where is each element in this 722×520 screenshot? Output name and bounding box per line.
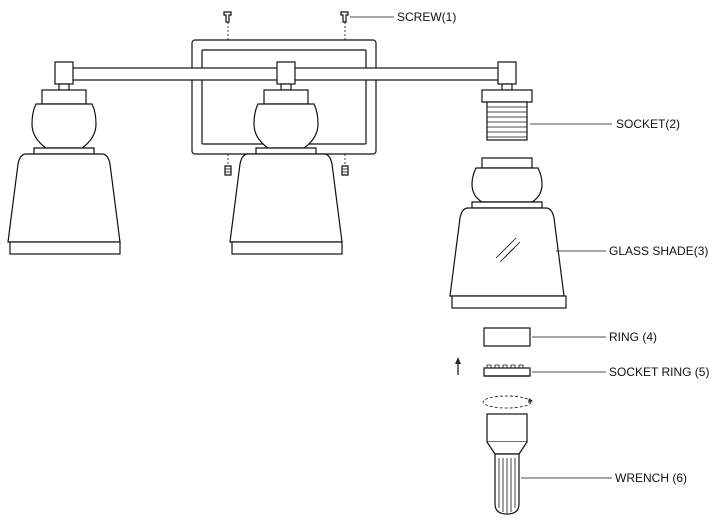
ring-label: RING (4) — [609, 330, 657, 344]
ring-part — [483, 327, 531, 347]
leader-lines — [350, 16, 612, 479]
rotation-arrow-icon — [482, 395, 533, 409]
screw-bottom-right — [341, 154, 349, 176]
socket-exploded — [481, 83, 533, 141]
socket-label: SOCKET(2) — [616, 117, 680, 131]
wrench-part — [486, 413, 528, 515]
socket-ring-part — [483, 364, 531, 377]
lamp-left — [7, 83, 121, 255]
screw-bottom-left — [224, 154, 232, 176]
screw-label: SCREW(1) — [397, 10, 456, 24]
screw-top-right — [340, 11, 349, 40]
fixture-arm — [54, 61, 517, 85]
wrench-label: WRENCH (6) — [615, 471, 687, 485]
screw-top-left — [223, 11, 232, 40]
arrow-up-icon — [455, 357, 461, 375]
lamp-middle — [229, 83, 343, 255]
socket-ring-label: SOCKET RING (5) — [609, 365, 709, 379]
glass-shade-label: GLASS SHADE(3) — [609, 244, 708, 258]
glass-shade-exploded — [449, 157, 567, 309]
